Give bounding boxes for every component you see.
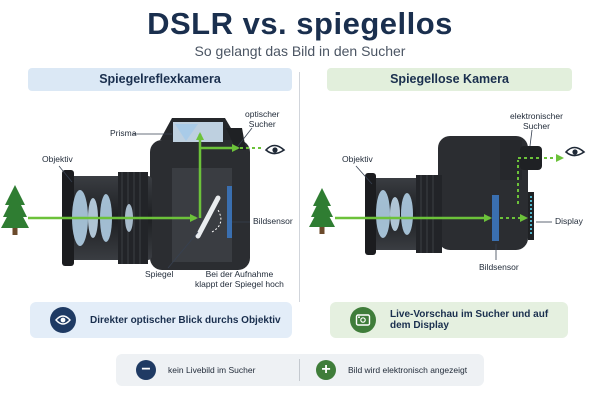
eye-icon bbox=[264, 144, 286, 155]
mirrorless-camera bbox=[309, 129, 586, 260]
eye-icon bbox=[50, 307, 76, 333]
dslr-point: − kein Livebild im Sucher bbox=[136, 354, 255, 386]
mirrorless-panel-heading: Spiegellose Kamera bbox=[327, 68, 572, 91]
dslr-info-text: Direkter optischer Blick durchs Objektiv bbox=[90, 314, 281, 326]
optical-viewfinder-label-line1: optischer bbox=[245, 109, 280, 119]
plus-icon: + bbox=[316, 360, 336, 380]
mirror-note-line1: Bei der Aufnahme bbox=[205, 269, 274, 279]
tree-icon bbox=[1, 185, 29, 235]
dslr-mirror bbox=[195, 195, 221, 239]
dslr-panel-heading: Spiegelreflexkamera bbox=[28, 68, 292, 91]
display-label: Display bbox=[555, 216, 583, 226]
mirrorless-info-box: Live-Vorschau im Sucher und auf dem Disp… bbox=[330, 302, 568, 338]
evf-label-line1: elektronischer bbox=[510, 111, 563, 121]
dslr-info-box: Direkter optischer Blick durchs Objektiv bbox=[30, 302, 292, 338]
mirrorless-sensor-label: Bildsensor bbox=[479, 262, 519, 272]
dslr-sensor bbox=[227, 186, 232, 238]
dslr-sensor-label: Bildsensor bbox=[253, 216, 293, 226]
comparison-bar: − kein Livebild im Sucher + Bild wird el… bbox=[116, 354, 484, 386]
page-subtitle: So gelangt das Bild in den Sucher bbox=[194, 43, 406, 59]
tree-icon bbox=[309, 188, 335, 234]
mirror-note: Bei der Aufnahme klappt der Spiegel hoch bbox=[195, 269, 284, 290]
optical-viewfinder-label: optischer Sucher bbox=[245, 109, 280, 130]
eye-icon bbox=[564, 146, 586, 157]
mirrorless-point-text: Bild wird elektronisch angezeigt bbox=[348, 365, 468, 375]
mirror-label: Spiegel bbox=[145, 269, 174, 279]
display-icon bbox=[350, 307, 376, 333]
optical-viewfinder-label-line2: Sucher bbox=[248, 118, 276, 129]
evf-label: elektronischer Sucher bbox=[510, 111, 563, 132]
page-title: DSLR vs. spiegellos bbox=[147, 6, 453, 41]
panel-divider bbox=[299, 72, 300, 302]
mirrorless-point: + Bild wird elektronisch angezeigt bbox=[316, 354, 467, 386]
dslr-camera bbox=[1, 118, 286, 270]
dslr-point-text: kein Livebild im Sucher bbox=[168, 365, 256, 375]
mirrorless-lens-label: Objektiv bbox=[342, 154, 373, 164]
evf-label-line2: Sucher bbox=[522, 120, 550, 131]
dslr-eyepiece bbox=[226, 128, 246, 150]
comparison-separator bbox=[299, 359, 300, 381]
minus-icon: − bbox=[136, 360, 156, 380]
mirrorless-info-text: Live-Vorschau im Sucher und auf dem Disp… bbox=[390, 309, 549, 331]
dslr-lens-label: Objektiv bbox=[42, 154, 73, 164]
prism-label: Prisma bbox=[110, 128, 137, 138]
mirror-note-line2: klappt der Spiegel hoch bbox=[195, 278, 284, 289]
mirrorless-sensor bbox=[492, 195, 499, 241]
